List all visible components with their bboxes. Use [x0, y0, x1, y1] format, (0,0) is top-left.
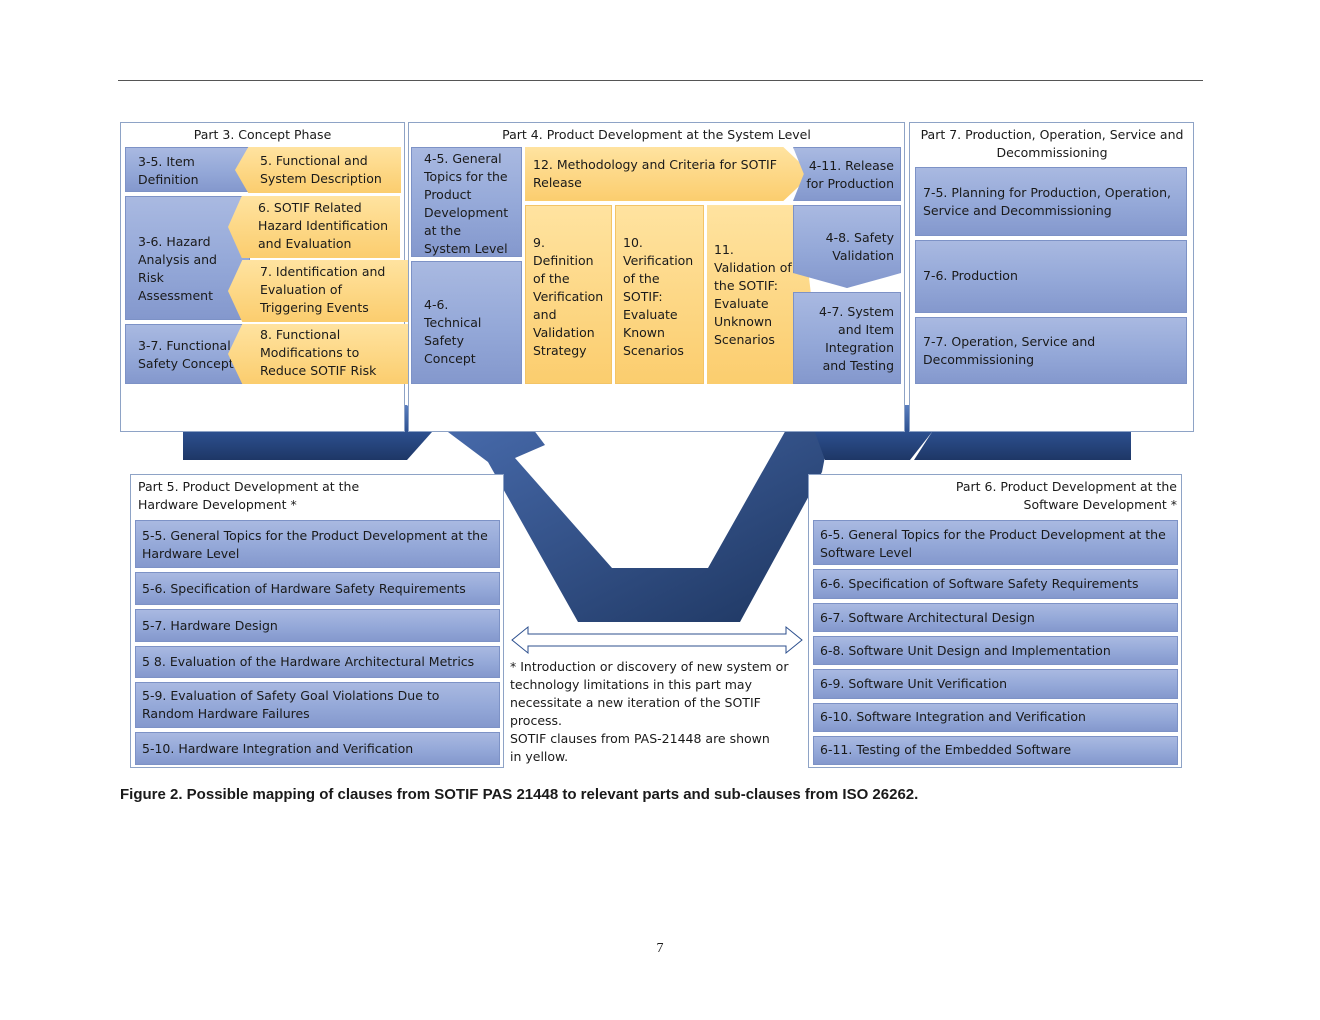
part5-item: 5-7. Hardware Design: [135, 609, 500, 642]
part6-item: 6-10. Software Integration and Verificat…: [813, 703, 1178, 732]
hazard-analysis-box: 3-6. Hazard Analysis and Risk Assessment: [125, 196, 250, 320]
part5-item: 5-10. Hardware Integration and Verificat…: [135, 732, 500, 765]
header-rule: [118, 80, 1203, 81]
part6-item: 6-6. Specification of Software Safety Re…: [813, 569, 1178, 599]
iteration-double-arrow: [511, 625, 803, 655]
part7-item: 7-5. Planning for Production, Operation,…: [915, 167, 1187, 236]
part7-item: 7-6. Production: [915, 240, 1187, 313]
part6-item: 6-9. Software Unit Verification: [813, 669, 1178, 699]
sotif-clause-7: 7. Identification and Evaluation of Trig…: [228, 260, 432, 322]
sotif-clause-8: 8. Functional Modifications to Reduce SO…: [228, 324, 432, 384]
part5-item: 5-9. Evaluation of Safety Goal Violation…: [135, 682, 500, 728]
safety-validation-box: 4-8. Safety Validation: [793, 205, 901, 288]
part6-item: 6-11. Testing of the Embedded Software: [813, 736, 1178, 765]
page-number: 7: [656, 941, 664, 956]
system-integration-box: 4-7. System and Item Integration and Tes…: [793, 292, 901, 384]
part5-item: 5-6. Specification of Hardware Safety Re…: [135, 572, 500, 605]
iteration-note: * Introduction or discovery of new syste…: [510, 659, 789, 728]
part5-item: 5 8. Evaluation of the Hardware Architec…: [135, 646, 500, 678]
part4-title: Part 4. Product Development at the Syste…: [502, 127, 811, 142]
sotif-clause-6: 6. SOTIF Related Hazard Identification a…: [228, 196, 400, 258]
general-topics-system-box: 4-5. General Topics for the Product Deve…: [411, 147, 522, 257]
sotif-clause-12: 12. Methodology and Criteria for SOTIF R…: [525, 147, 812, 201]
sotif-clause-5: 5. Functional and System Description: [235, 147, 401, 193]
part7-item: 7-7. Operation, Service and Decommission…: [915, 317, 1187, 384]
part6-title: Part 6. Product Development at the Softw…: [955, 479, 1177, 512]
part6-item: 6-5. General Topics for the Product Deve…: [813, 520, 1178, 565]
release-for-production-box: 4-11. Release for Production: [793, 147, 901, 201]
item-definition-box: 3-5. Item Definition: [125, 147, 250, 192]
part6-item: 6-7. Software Architectural Design: [813, 603, 1178, 632]
figure-caption: Figure 2. Possible mapping of clauses fr…: [120, 786, 919, 803]
part5-title: Part 5. Product Development at the Hardw…: [138, 479, 360, 512]
sotif-legend-note: SOTIF clauses from PAS-21448 are shown i…: [510, 731, 770, 764]
part7-title: Part 7. Production, Operation, Service a…: [920, 127, 1184, 160]
technical-safety-concept-box: 4-6. Technical Safety Concept: [411, 261, 522, 384]
part3-title: Part 3. Concept Phase: [193, 127, 332, 142]
part5-item: 5-5. General Topics for the Product Deve…: [135, 520, 500, 568]
sotif-clause-9: 9. Definition of the Verification and Va…: [525, 205, 612, 384]
v-arrow-descent: [412, 405, 835, 622]
sotif-clause-10: 10. Verification of the SOTIF: Evaluate …: [615, 205, 704, 384]
part6-item: 6-8. Software Unit Design and Implementa…: [813, 636, 1178, 665]
